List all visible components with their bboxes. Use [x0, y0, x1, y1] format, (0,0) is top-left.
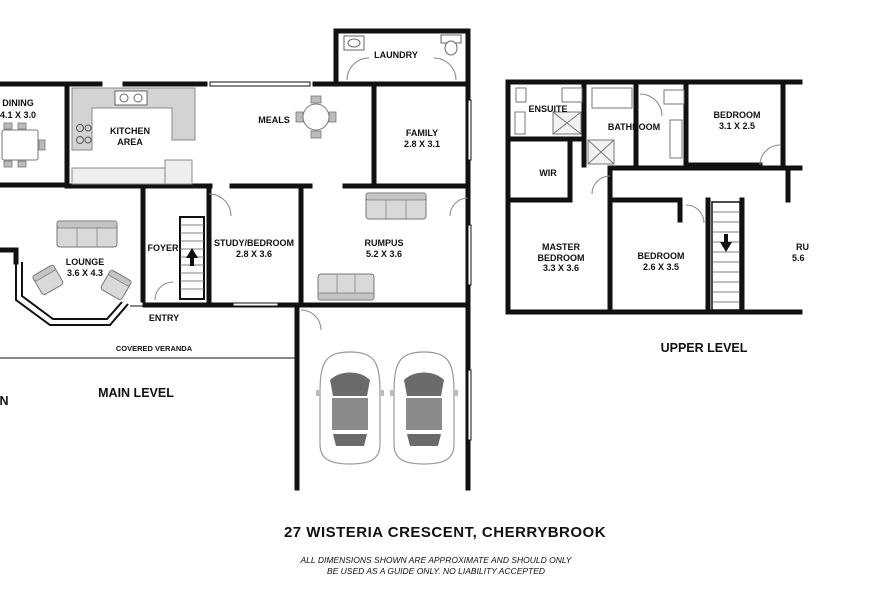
window-openings: [209, 81, 472, 441]
label-rumpus: RUMPUS: [364, 238, 403, 248]
rumpus-sofa-top: [365, 192, 427, 220]
meals-table: [295, 95, 337, 139]
disclaimer-line-1: ALL DIMENSIONS SHOWN ARE APPROXIMATE AND…: [300, 555, 572, 565]
label-study: STUDY/BEDROOM: [214, 238, 294, 248]
label-lounge-size: 3.6 X 4.3: [67, 268, 103, 278]
label-ensuite: ENSUITE: [528, 104, 567, 114]
label-study-size: 2.8 X 3.6: [236, 249, 272, 259]
disclaimer-line-2: BE USED AS A GUIDE ONLY. NO LIABILITY AC…: [326, 566, 546, 576]
main-stairs: [179, 216, 205, 300]
label-bedroom-2-size: 2.6 X 3.5: [643, 262, 679, 272]
veranda-outline: [0, 305, 297, 359]
lounge-armchair-right: [99, 268, 133, 302]
laundry-fixtures: [343, 34, 462, 81]
bay-window: [15, 262, 129, 326]
floor-plan: LAUNDRY DINING 4.1 X 3.0 KITCHEN AREA ME…: [0, 28, 809, 491]
door-swings: [154, 193, 469, 331]
level-labels: MAIN LEVEL UPPER LEVEL N: [0, 341, 748, 408]
label-entry: ENTRY: [149, 313, 179, 323]
label-family: FAMILY: [406, 128, 438, 138]
label-master-size: 3.3 X 3.6: [543, 263, 579, 273]
upper-stairs: [711, 201, 741, 311]
label-bedroom-2: BEDROOM: [638, 251, 685, 261]
label-master-1: MASTER: [542, 242, 581, 252]
label-family-size: 2.8 X 3.1: [404, 139, 440, 149]
label-wir: WIR: [539, 168, 557, 178]
label-rumpus-size: 5.2 X 3.6: [366, 249, 402, 259]
label-meals: MEALS: [258, 115, 290, 125]
label-main-level: MAIN LEVEL: [98, 386, 174, 400]
label-foyer: FOYER: [147, 243, 179, 253]
label-master-2: BEDROOM: [538, 253, 585, 263]
label-veranda: COVERED VERANDA: [116, 344, 193, 353]
car-left: [315, 351, 385, 465]
label-dining: DINING: [2, 98, 34, 108]
label-bathroom: BATHROOM: [608, 122, 660, 132]
main-level-walls: [0, 28, 471, 491]
kitchen-counters: [71, 87, 196, 185]
upper-level-walls: [505, 79, 803, 315]
label-kitchen-1: KITCHEN: [110, 126, 150, 136]
rumpus-sofa-bottom: [317, 273, 375, 301]
label-dining-size: 4.1 X 3.0: [0, 110, 36, 120]
label-lounge: LOUNGE: [66, 257, 105, 267]
property-address: 27 WISTERIA CRESCENT, CHERRYBROOK: [283, 524, 607, 541]
lounge-armchair-left: [31, 263, 65, 297]
label-bedroom-1-size: 3.1 X 2.5: [719, 121, 755, 131]
car-right: [389, 351, 459, 465]
lounge-sofa: [56, 220, 118, 248]
bathroom-fixtures: [514, 87, 781, 224]
label-bedroom-1: BEDROOM: [714, 110, 761, 120]
label-kitchen-2: AREA: [117, 137, 143, 147]
label-upper-level: UPPER LEVEL: [661, 341, 748, 355]
label-rumpus-upper: RU: [796, 242, 809, 252]
room-labels: LAUNDRY DINING 4.1 X 3.0 KITCHEN AREA ME…: [0, 50, 809, 353]
label-rumpus-upper-size: 5.6: [792, 253, 805, 263]
label-cut-off: N: [0, 394, 9, 408]
label-laundry: LAUNDRY: [374, 50, 418, 60]
dining-table: [1, 122, 46, 168]
